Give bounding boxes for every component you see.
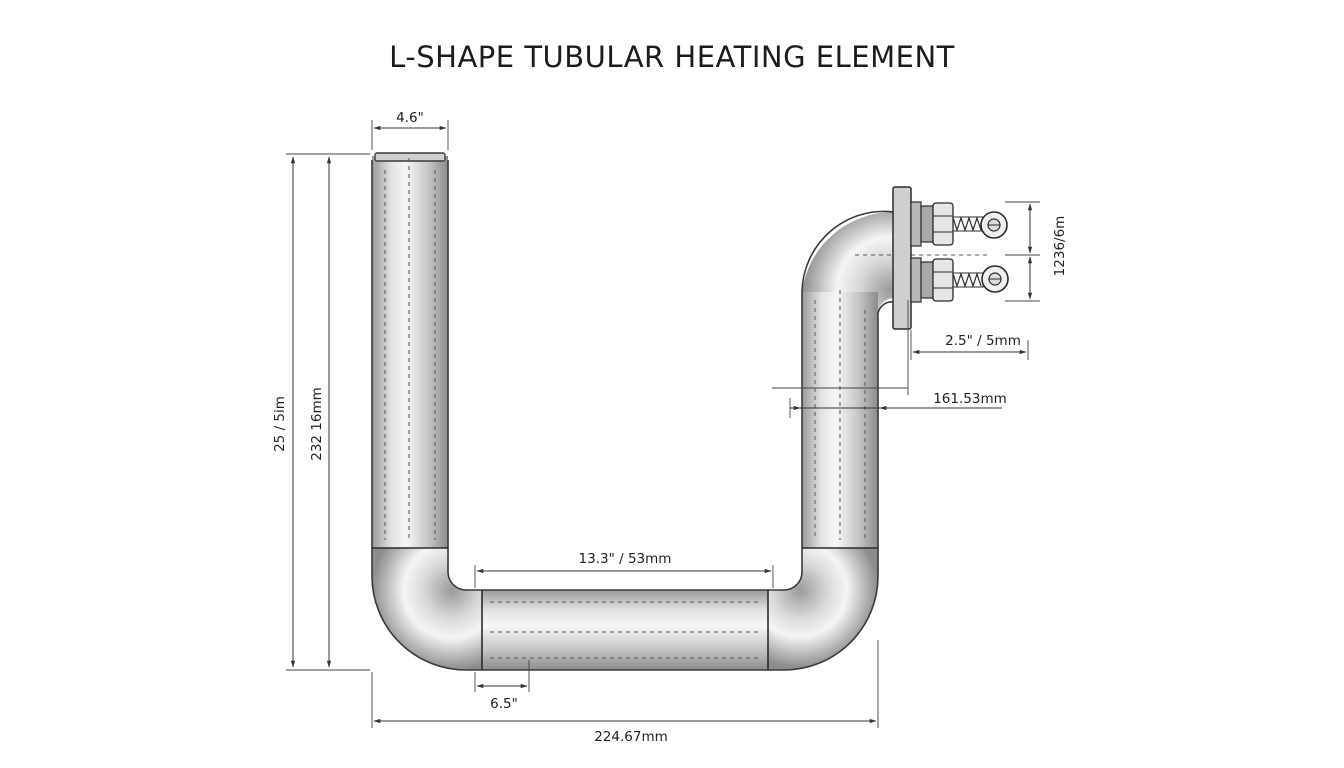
- dim-flange-offset: 2.5" / 5mm: [910, 330, 1029, 360]
- dim-tube-diameter: 4.6": [371, 110, 449, 150]
- left-leg-cap: [374, 152, 446, 162]
- dim-height-inner: 232 16mm: [309, 156, 332, 668]
- label-terminal-spacing: 1236/6m: [1052, 216, 1068, 277]
- label-overall-width: 224.67mm: [594, 729, 668, 745]
- terminal-upper: [920, 202, 1008, 246]
- label-height-inner: 232 16mm: [309, 387, 325, 461]
- label-flange-offset: 2.5" / 5mm: [945, 333, 1021, 349]
- top-right-bend: [802, 211, 894, 314]
- terminal-lower: [920, 258, 1009, 302]
- dim-bottom-span: 13.3" / 53mm: [474, 551, 774, 588]
- bottom-section: [482, 590, 768, 670]
- label-riser-width: 161.53mm: [933, 391, 1007, 407]
- label-height-outer: 25 / 5im: [272, 396, 288, 452]
- bottom-right-bend: [768, 548, 878, 670]
- bottom-left-bend: [372, 548, 482, 670]
- dim-height-outer: 25 / 5im: [272, 153, 370, 671]
- diagram-title: L-SHAPE TUBULAR HEATING ELEMENT: [389, 40, 955, 74]
- label-bottom-span: 13.3" / 53mm: [579, 551, 672, 567]
- dim-riser-width: 161.53mm: [772, 300, 1007, 418]
- dim-overall-width: 224.67mm: [371, 640, 879, 745]
- left-leg: [372, 156, 448, 548]
- dim-terminal-spacing: 1236/6m: [1005, 201, 1068, 302]
- label-tube-diameter: 4.6": [396, 110, 424, 126]
- label-bend-offset: 6.5": [490, 696, 518, 712]
- dim-bend-offset: 6.5": [474, 660, 530, 712]
- tube-body: [371, 152, 990, 671]
- terminal-flange: [892, 186, 1009, 330]
